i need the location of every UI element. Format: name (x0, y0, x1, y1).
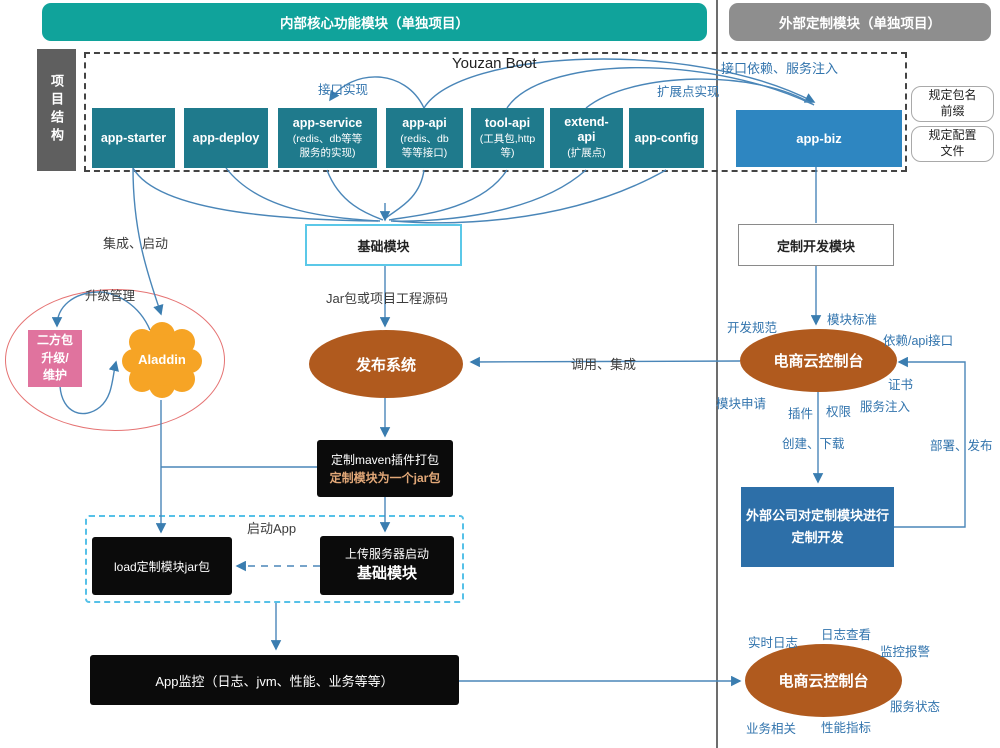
upgrade-cycle-halo (5, 289, 225, 431)
node-app-deploy: app-deploy (184, 108, 268, 168)
node-app-service: app-service (redis、db等等 服务的实现) (278, 108, 377, 168)
project-structure-label: 项目结构 (37, 49, 76, 171)
node-load-custom-jar: load定制模块jar包 (92, 537, 232, 595)
label-business-related: 业务相关 (746, 722, 797, 736)
node-aladdin: Aladdin (120, 317, 204, 401)
edge-funnel-4 (385, 169, 425, 219)
edge-funnel-2 (225, 167, 381, 222)
header-external-modules: 外部定制模块（单独项目） (729, 3, 991, 41)
label-dep-api: 依赖/api接口 (883, 334, 954, 348)
label-plugin: 插件 (788, 407, 814, 421)
node-external-company-dev: 外部公司对定制模块进行 定制开发 (741, 487, 894, 567)
label-interface-impl: 接口实现 (318, 83, 369, 97)
node-custom-dev-module: 定制开发模块 (738, 224, 894, 266)
label-monitor-alert: 监控报警 (880, 645, 931, 659)
label-module-standard: 模块标准 (827, 313, 878, 327)
node-title: app-service (292, 116, 363, 131)
node-tool-api: tool-api (工具包,http 等) (471, 108, 544, 168)
node-subtitle: (扩展点) (567, 147, 606, 160)
node-subtitle: (redis、db 等等接口) (400, 133, 449, 159)
label-upgrade-mgmt: 升级管理 (85, 289, 136, 303)
node-title: tool-api (484, 116, 531, 131)
node-title: app-deploy (192, 130, 260, 145)
note-config-file: 规定配置 文件 (911, 126, 994, 162)
label-service-inject: 服务注入 (860, 400, 911, 414)
node-upload-launch-base: 上传服务器启动 基础模块 (320, 536, 454, 595)
edge-funnel-3 (326, 169, 384, 221)
node-extend-api: extend- api (扩展点) (550, 108, 623, 168)
label-realtime-log: 实时日志 (748, 636, 799, 650)
edge-funnel-7 (392, 169, 667, 224)
node-release-system: 发布系统 (309, 330, 463, 398)
node-cloud-console: 电商云控制台 (740, 329, 897, 392)
label-deploy-release: 部署、发布 (930, 439, 993, 453)
node-title: app-config (634, 130, 699, 145)
node-app-config: app-config (629, 108, 704, 168)
node-app-starter: app-starter (92, 108, 175, 168)
label-interface-dep: 接口依赖、服务注入 (721, 61, 839, 76)
edge-funnel-5 (388, 169, 508, 221)
label-extension-impl: 扩展点实现 (657, 85, 720, 99)
label-module-apply: 模块申请 (716, 397, 767, 411)
label-jar-source: Jar包或项目工程源码 (326, 291, 449, 306)
label-launch-app: 启动App (247, 521, 297, 536)
node-subtitle: 基础模块 (356, 565, 417, 583)
node-title: 定制maven插件打包 (330, 452, 440, 467)
node-app-biz: app-biz (736, 110, 902, 167)
node-second-party-package: 二方包 升级/ 维护 (28, 330, 82, 387)
label-permission: 权限 (826, 405, 852, 419)
node-title: Aladdin (138, 351, 186, 367)
label-service-status: 服务状态 (890, 700, 941, 714)
node-title: extend- api (564, 115, 609, 145)
node-cloud-console-bottom: 电商云控制台 (745, 644, 902, 717)
node-subtitle: (redis、db等等 服务的实现) (292, 133, 363, 159)
cloud-icon (122, 322, 202, 398)
label-log-view: 日志查看 (821, 628, 872, 642)
node-base-module: 基础模块 (305, 224, 462, 266)
node-title: 上传服务器启动 (344, 547, 429, 562)
launch-app-boundary (85, 515, 464, 603)
node-app-monitor: App监控（日志、jvm、性能、业务等等） (90, 655, 459, 705)
node-subtitle: 定制模块为一个jar包 (329, 470, 441, 485)
label-call-integrate: 调用、集成 (571, 357, 637, 372)
note-package-prefix: 规定包名 前缀 (911, 86, 994, 122)
edge-funnel-1 (132, 167, 379, 222)
edge-funnel-6 (390, 169, 587, 222)
node-app-api: app-api (redis、db 等等接口) (386, 108, 463, 168)
header-internal-modules: 内部核心功能模块（单独项目） (42, 3, 707, 41)
node-subtitle: (工具包,http 等) (479, 133, 536, 159)
node-title: app-api (402, 116, 447, 131)
node-title: app-starter (100, 130, 167, 145)
label-create-download: 创建、下载 (782, 437, 845, 451)
label-dev-spec: 开发规范 (727, 321, 778, 335)
node-maven-packaging: 定制maven插件打包 定制模块为一个jar包 (317, 440, 453, 497)
label-integrate-launch: 集成、启动 (103, 236, 169, 251)
youzan-boot-title: Youzan Boot (452, 55, 537, 72)
label-cert: 证书 (888, 378, 914, 392)
label-perf-metrics: 性能指标 (821, 721, 872, 735)
